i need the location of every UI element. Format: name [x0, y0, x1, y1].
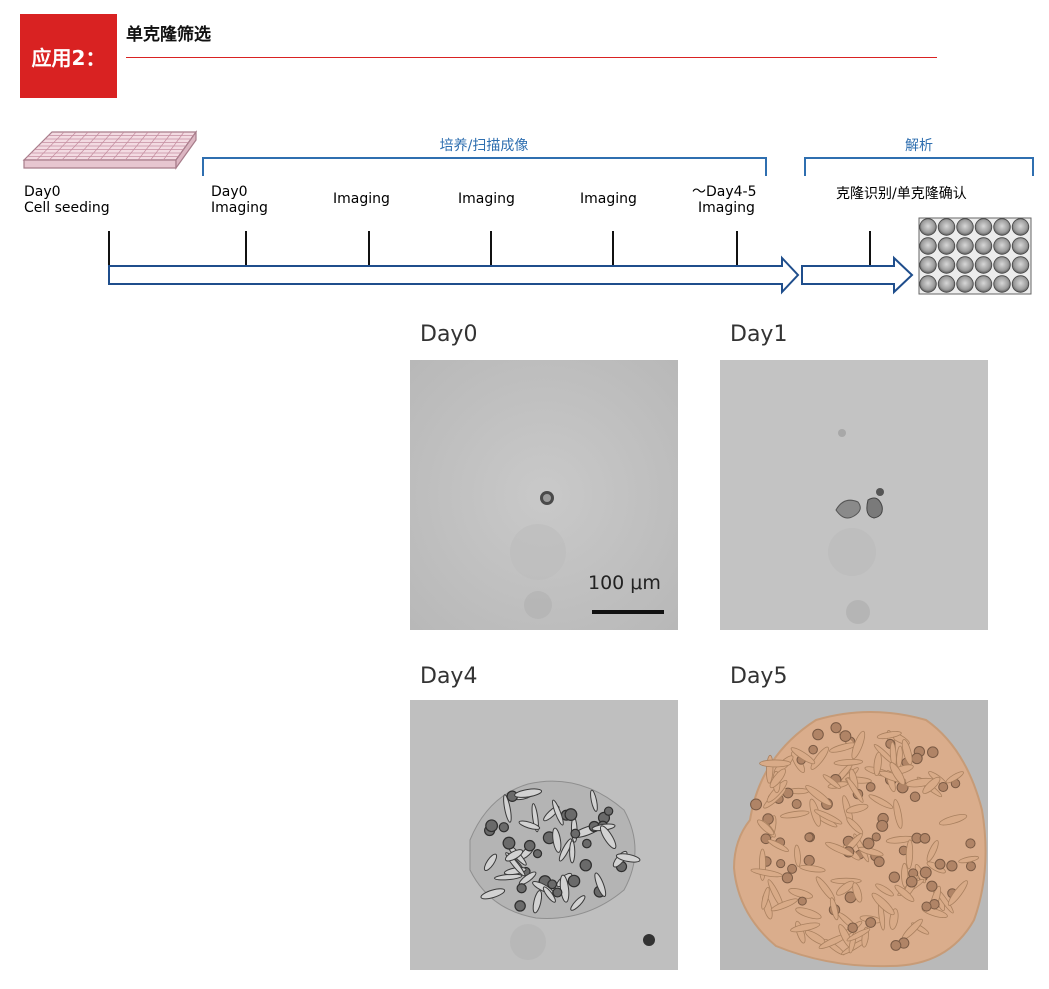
well-plate-result-icon — [918, 217, 1032, 295]
well — [1011, 218, 1030, 236]
well — [956, 275, 974, 293]
scale-bar-label: 100 μm — [588, 572, 661, 594]
analysis-label: 克隆识别/单克隆确认 — [836, 186, 967, 202]
well — [919, 256, 937, 274]
scale-bar — [592, 610, 664, 614]
day1-label: Day1 — [730, 322, 788, 347]
day1-micrograph — [720, 360, 988, 630]
well — [993, 256, 1011, 274]
timeline-arrow — [108, 255, 800, 295]
day4-label: Day4 — [420, 664, 478, 689]
well — [956, 237, 974, 255]
well — [1011, 256, 1030, 274]
well — [1011, 275, 1030, 293]
well — [919, 218, 937, 236]
analysis-bracket-label: 解析 — [905, 138, 933, 154]
well — [937, 218, 956, 236]
well — [993, 218, 1011, 236]
day0-micrograph — [410, 360, 678, 630]
timeline-diagram: 培养/扫描成像 解析 Day0 Cell seeding Day0 Imagin… — [22, 130, 1034, 295]
title-rule — [126, 57, 937, 58]
day4-micrograph — [410, 700, 678, 970]
well — [937, 256, 956, 274]
well — [974, 218, 993, 236]
app-badge: 应用2： — [20, 14, 117, 98]
well — [956, 256, 974, 274]
section-title: 单克隆筛选 — [126, 25, 211, 45]
well — [937, 275, 956, 293]
day0-label: Day0 — [420, 322, 478, 347]
stage-label: Imaging — [580, 191, 637, 207]
day5-micrograph — [720, 700, 988, 970]
multiwell-plate-icon — [22, 130, 198, 170]
culture-bracket — [202, 157, 767, 176]
stage-label: Imaging — [458, 191, 515, 207]
well — [919, 237, 937, 255]
stage-label: Imaging — [333, 191, 390, 207]
culture-bracket-label: 培养/扫描成像 — [440, 138, 529, 154]
well — [993, 275, 1011, 293]
well — [974, 237, 993, 255]
well — [937, 237, 956, 255]
well — [919, 275, 937, 293]
well — [974, 256, 993, 274]
well — [1011, 237, 1030, 255]
well — [993, 237, 1011, 255]
analysis-arrow — [801, 255, 914, 295]
app-badge-label: 应用2： — [31, 45, 106, 70]
analysis-bracket — [804, 157, 1034, 176]
stage-label: ～Day4-5 Imaging — [692, 184, 761, 216]
well — [974, 275, 993, 293]
well — [956, 218, 974, 236]
day5-label: Day5 — [730, 664, 788, 689]
stage-label: Day0 Imaging — [211, 184, 268, 216]
stage-label: Day0 Cell seeding — [24, 184, 110, 216]
